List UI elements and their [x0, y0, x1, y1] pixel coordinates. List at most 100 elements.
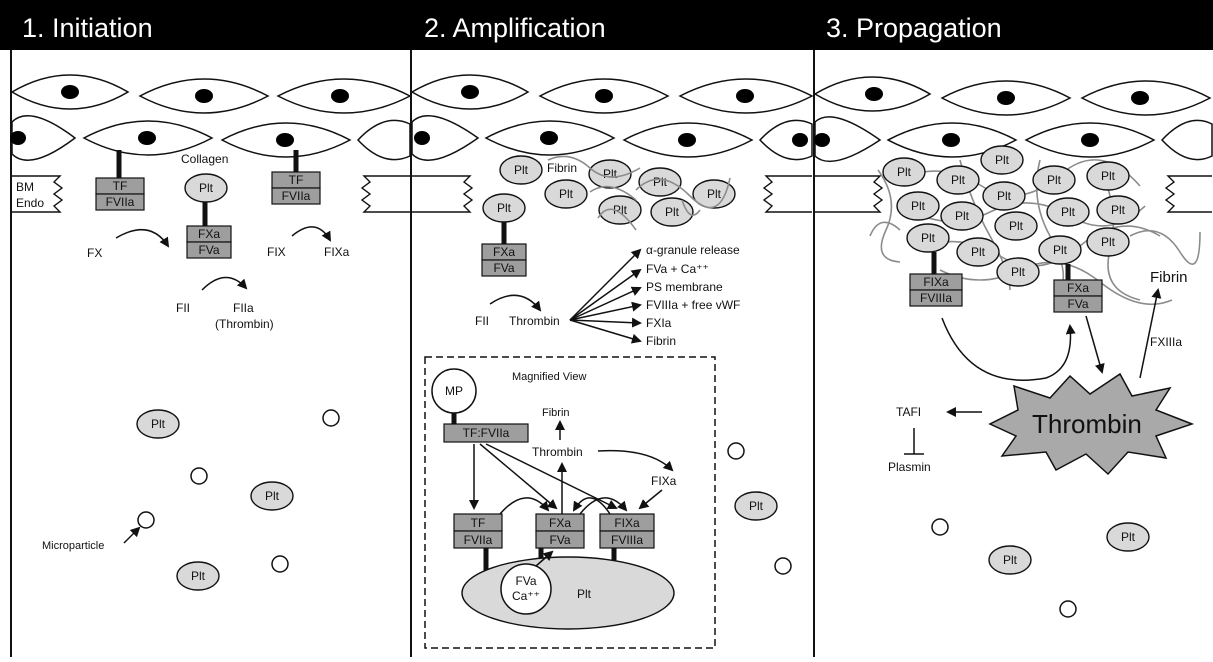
svg-text:Plt: Plt: [559, 187, 574, 201]
svg-text:Plt: Plt: [1061, 205, 1076, 219]
svg-text:FVa: FVa: [493, 261, 514, 275]
header-initiation: 1. Initiation: [22, 13, 153, 43]
magnified-fibrin-label: Fibrin: [542, 407, 570, 419]
platelet-clot: Plt Plt Plt Plt Plt Plt Plt Plt Plt Plt …: [882, 145, 1140, 287]
effect-fva-ca: FVa + Ca⁺⁺: [646, 262, 709, 276]
magnified-view-frame: [424, 356, 716, 649]
fix-label: FIX: [267, 245, 286, 259]
prothrombinase-to-thrombin-arrow: [1085, 315, 1105, 374]
platelet: [638, 167, 682, 197]
tf-fviia-box: [443, 423, 529, 443]
thrombin-burst: [988, 372, 1195, 476]
svg-text:Plt: Plt: [1101, 235, 1116, 249]
thrombin-label: Thrombin: [509, 314, 560, 328]
platelet: [980, 145, 1024, 175]
svg-text:Plt: Plt: [151, 417, 166, 431]
microparticle: [774, 557, 792, 575]
thrombin-to-fibrin-arrow: [1139, 288, 1162, 379]
tf-fviia-complex: TF FVIIa: [453, 513, 503, 549]
effect-fibrin: Fibrin: [646, 334, 676, 348]
svg-text:Plt: Plt: [1047, 173, 1062, 187]
svg-text:TF: TF: [113, 179, 128, 193]
fibrin-strand: [597, 208, 637, 231]
microparticle-arrow: [123, 526, 141, 544]
magnified-thrombin-label: Thrombin: [532, 445, 583, 459]
magnified-view: Magnified View MP TF:FVIIa Fibrin Thromb…: [424, 356, 716, 649]
svg-text:FVIIIa: FVIIIa: [611, 533, 643, 547]
svg-text:Plt: Plt: [603, 167, 618, 181]
fibrin-strand: [589, 185, 637, 201]
loop-arrow: [579, 497, 628, 515]
svg-text:Plt: Plt: [1009, 219, 1024, 233]
fva-label: FVa: [515, 574, 536, 588]
platelet: [988, 545, 1032, 575]
collagen-label: Collagen: [181, 152, 228, 166]
effect-alpha-granule: α-granule release: [646, 243, 740, 257]
platelet: [994, 211, 1038, 241]
endothelial-cell: [758, 119, 813, 161]
svg-text:Plt: Plt: [749, 499, 764, 513]
platelet: [882, 157, 926, 187]
fibrin-strand: [681, 199, 701, 216]
loop-arrow: [499, 497, 550, 515]
endothelial-cell: [1160, 119, 1213, 161]
svg-text:TF: TF: [471, 516, 486, 530]
platelet: [896, 191, 940, 221]
svg-text:Plt: Plt: [653, 175, 668, 189]
platelet: [650, 197, 694, 227]
svg-text:FVa: FVa: [1067, 297, 1088, 311]
fibrin-strand: [635, 177, 731, 209]
fxa-fva-complex: FXa FVa: [186, 225, 232, 259]
svg-text:FVa: FVa: [198, 243, 219, 257]
microparticle: [190, 467, 208, 485]
header-amplification: 2. Amplification: [424, 13, 606, 43]
svg-text:Plt: Plt: [1111, 203, 1126, 217]
svg-text:FVIIa: FVIIa: [464, 533, 493, 547]
svg-text:Plt: Plt: [1053, 243, 1068, 257]
endothelial-cell: [10, 74, 130, 110]
fixa-arrow: [638, 489, 663, 510]
endothelial-cell: [940, 80, 1072, 116]
platelet: [1096, 195, 1140, 225]
svg-text:FVa: FVa: [549, 533, 570, 547]
svg-text:Plt: Plt: [497, 201, 512, 215]
platelet: [956, 237, 1000, 267]
endothelium-layer: [10, 74, 1213, 163]
magnified-view-title: Magnified View: [512, 371, 586, 383]
svg-text:FVIIa: FVIIa: [106, 195, 135, 209]
svg-text:Plt: Plt: [707, 187, 722, 201]
platelet: [1032, 165, 1076, 195]
microparticle: [322, 409, 340, 427]
svg-text:Plt: Plt: [613, 203, 628, 217]
svg-text:Plt: Plt: [1011, 265, 1026, 279]
thrombin-paren-label: (Thrombin): [215, 317, 274, 331]
thrombin-effect-arrows: [569, 248, 642, 344]
fibrin-strand: [547, 155, 641, 178]
loop-arrow: [572, 497, 611, 515]
endothelial-cell: [410, 74, 530, 110]
svg-text:FXa: FXa: [1067, 281, 1089, 295]
endothelial-cell: [484, 120, 616, 156]
endothelial-cell: [138, 78, 270, 114]
microparticle: [931, 518, 949, 536]
svg-text:FVIIIa: FVIIIa: [920, 291, 952, 305]
fxa-fva-complex: FXa FVa: [1053, 279, 1103, 313]
endothelial-cell: [678, 78, 814, 114]
svg-text:FVIIa: FVIIa: [282, 189, 311, 203]
platelet: [940, 201, 984, 231]
platelet: [544, 179, 588, 209]
fix-activation-arrow: [291, 226, 332, 242]
svg-text:FIXa: FIXa: [923, 275, 949, 289]
panel-amplification: Plt Plt Plt Plt Plt Plt Plt Fibrin Plt F…: [424, 155, 792, 649]
microparticle-label: Microparticle: [42, 540, 104, 552]
platelet-label: Plt: [199, 181, 214, 195]
microparticle: [137, 511, 155, 529]
svg-text:FIXa: FIXa: [614, 516, 640, 530]
basement-membrane: [12, 175, 1212, 213]
platelet: [692, 179, 736, 209]
plt-label: Plt: [577, 587, 592, 601]
platelet: [136, 409, 180, 439]
svg-text:TF:FVIIa: TF:FVIIa: [463, 426, 510, 440]
fixa-label: FIXa: [324, 245, 350, 259]
